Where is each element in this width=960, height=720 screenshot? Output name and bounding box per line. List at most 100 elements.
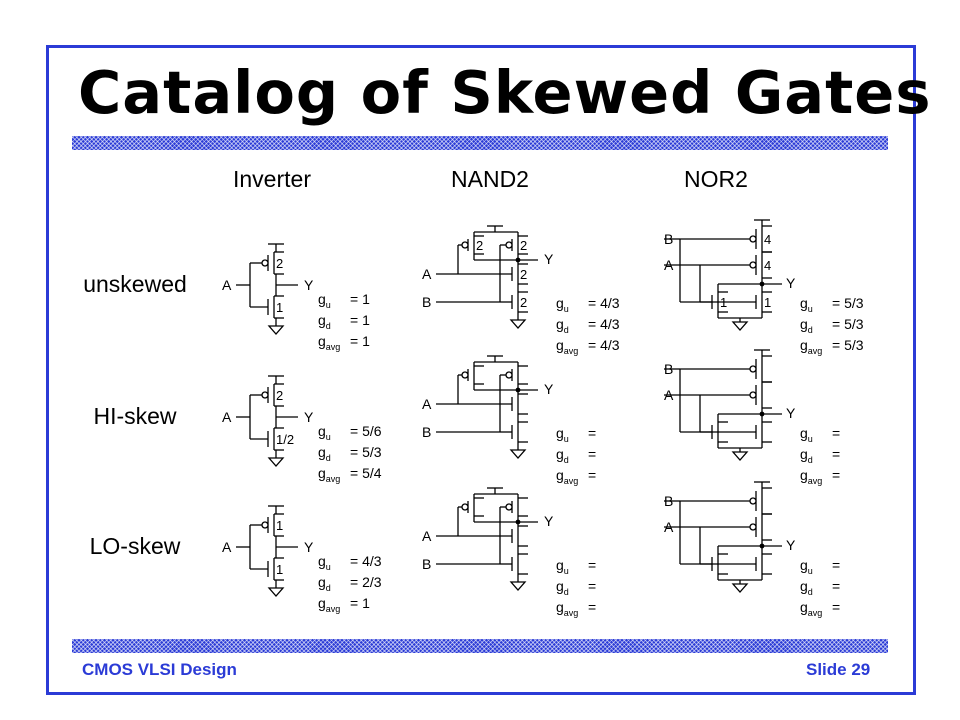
effort-up-value: = 4/3 (588, 295, 620, 311)
pin-a: A (222, 409, 232, 425)
effort-up-label: gu (318, 291, 331, 310)
transistor-size: 2 (276, 388, 283, 403)
pin-b: B (664, 361, 673, 377)
effort-avg-label: gavg (318, 465, 340, 484)
effort-down-label: gd (318, 444, 331, 463)
pin-b: B (422, 424, 431, 440)
effort-avg-label: gavg (318, 595, 340, 614)
effort-avg-label: gavg (556, 599, 578, 618)
effort-down-label: gd (318, 312, 331, 331)
nmos-transistor (458, 393, 528, 415)
transistor-size: 1 (720, 295, 727, 310)
footer-divider (72, 639, 888, 653)
effort-up-value: = 1 (350, 291, 370, 307)
transistor-size: 1 (764, 295, 771, 310)
pin-y: Y (544, 381, 554, 397)
nmos-transistor (458, 263, 528, 285)
pin-b: B (422, 556, 431, 572)
effort-up-label: gu (318, 553, 331, 572)
effort-avg-value: = (832, 599, 840, 615)
pmos-transistor (700, 251, 772, 279)
pin-y: Y (786, 275, 796, 291)
transistor-size: 4 (764, 258, 771, 273)
pin-a: A (664, 387, 674, 403)
nmos-transistor (458, 525, 528, 547)
effort-avg-value: = 4/3 (588, 337, 620, 353)
column-header-nand2: NAND2 (451, 166, 529, 192)
effort-up-value: = 5/3 (832, 295, 864, 311)
ground-symbol (731, 451, 749, 461)
effort-down-label: gd (556, 578, 569, 597)
ground-symbol (509, 319, 527, 329)
row-label-hi-skew: HI-skew (93, 403, 176, 429)
effort-up-value: = (588, 557, 596, 573)
effort-up-value: = (588, 425, 596, 441)
effort-down-value: = (832, 446, 840, 462)
effort-up-value: = 5/6 (350, 423, 382, 439)
effort-down-label: gd (318, 574, 331, 593)
effort-avg-value: = (832, 467, 840, 483)
effort-avg-label: gavg (556, 337, 578, 356)
pmos-transistor (458, 365, 484, 385)
effort-avg-value: = 1 (350, 333, 370, 349)
pmos-transistor (680, 487, 772, 515)
effort-up-label: gu (800, 425, 813, 444)
effort-down-label: gd (800, 446, 813, 465)
pin-y: Y (544, 251, 554, 267)
effort-up-label: gu (556, 295, 569, 314)
pin-a: A (222, 277, 232, 293)
footer-course: CMOS VLSI Design (82, 660, 237, 679)
pmos-transistor (250, 251, 284, 275)
transistor-size: 1/2 (276, 432, 294, 447)
effort-avg-value: = (588, 467, 596, 483)
effort-down-value: = 5/3 (350, 444, 382, 460)
ground-symbol (731, 321, 749, 331)
column-header-nor2: NOR2 (684, 166, 748, 192)
transistor-size: 1 (276, 518, 283, 533)
pin-a: A (664, 257, 674, 273)
pmos-transistor (680, 355, 772, 383)
effort-avg-label: gavg (318, 333, 340, 352)
nmos-transistor (700, 291, 772, 313)
ground-symbol (731, 583, 749, 593)
effort-down-label: gd (800, 578, 813, 597)
transistor-size: 2 (520, 295, 527, 310)
pmos-transistor (500, 365, 528, 385)
effort-up-label: gu (556, 425, 569, 444)
pin-y: Y (786, 537, 796, 553)
nmos-transistor (700, 553, 772, 575)
pin-y: Y (304, 409, 314, 425)
transistor-size: 2 (276, 256, 283, 271)
effort-down-label: gd (556, 316, 569, 335)
effort-avg-value: = 1 (350, 595, 370, 611)
transistor-size: 2 (476, 238, 483, 253)
pin-y: Y (544, 513, 554, 529)
effort-down-value: = (588, 578, 596, 594)
effort-avg-label: gavg (800, 599, 822, 618)
title-divider (72, 136, 888, 150)
effort-down-value: = 1 (350, 312, 370, 328)
slide-title: Catalog of Skewed Gates (78, 58, 932, 127)
ground-symbol (509, 449, 527, 459)
pin-y: Y (304, 539, 314, 555)
pin-b: B (664, 231, 673, 247)
effort-up-label: gu (318, 423, 331, 442)
pin-y: Y (304, 277, 314, 293)
effort-down-value: = 5/3 (832, 316, 864, 332)
effort-up-label: gu (800, 557, 813, 576)
pin-y: Y (786, 405, 796, 421)
nmos-transistor (500, 421, 528, 443)
slide-frame (46, 45, 916, 695)
effort-up-label: gu (556, 557, 569, 576)
pin-b: B (422, 294, 431, 310)
pin-a: A (664, 519, 674, 535)
effort-down-value: = 4/3 (588, 316, 620, 332)
ground-symbol (509, 581, 527, 591)
pmos-transistor (250, 383, 284, 407)
row-label-unskewed: unskewed (83, 271, 187, 297)
effort-up-value: = (832, 425, 840, 441)
nmos-transistor (700, 421, 772, 443)
effort-up-value: = 4/3 (350, 553, 382, 569)
effort-down-value: = (832, 578, 840, 594)
transistor-size: 1 (276, 562, 283, 577)
